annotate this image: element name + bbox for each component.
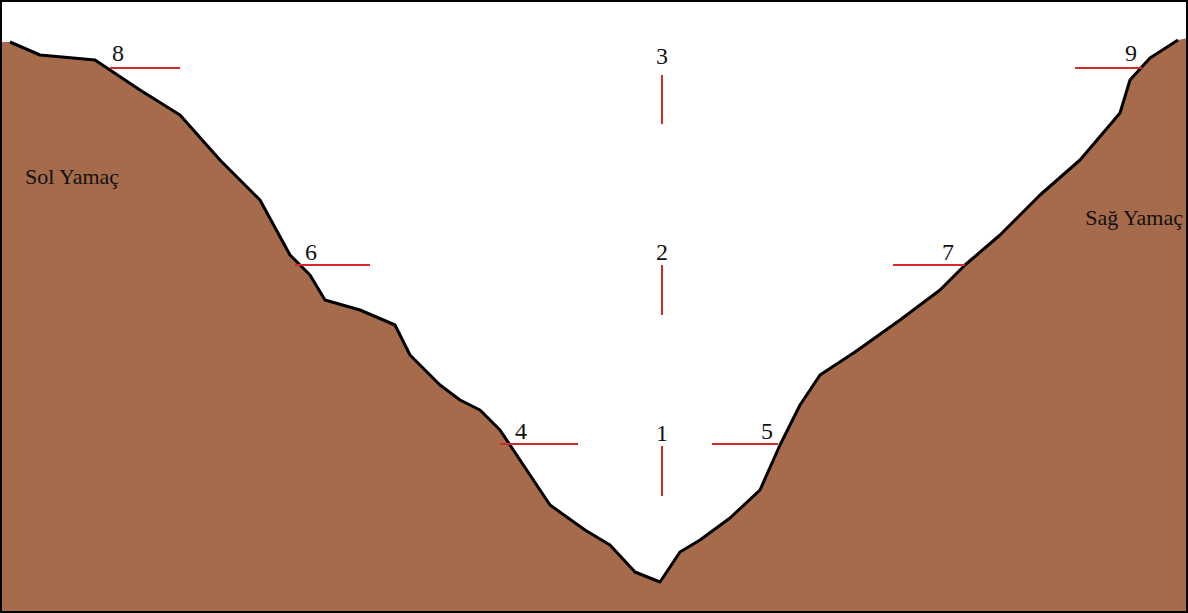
callout-number: 1 <box>656 421 668 445</box>
callout-number: 6 <box>305 240 317 264</box>
marker-lines <box>110 68 1142 496</box>
marker-line <box>295 264 370 266</box>
callout-number: 3 <box>656 44 668 68</box>
marker-line <box>893 264 965 266</box>
marker-line <box>661 265 663 315</box>
callout-number: 8 <box>112 41 124 65</box>
callout-number: 4 <box>515 419 527 443</box>
valley-ground <box>0 38 1188 613</box>
marker-line <box>1075 67 1142 69</box>
valley-profile <box>10 40 1178 582</box>
marker-line <box>110 67 180 69</box>
marker-line <box>661 75 663 124</box>
callout-number: 7 <box>942 240 954 264</box>
slope-label: Sol Yamaç <box>25 166 119 188</box>
callout-number: 5 <box>761 419 773 443</box>
marker-line <box>661 446 663 496</box>
marker-line <box>500 443 578 445</box>
marker-line <box>712 443 778 445</box>
slope-label: Sağ Yamaç <box>1085 207 1183 229</box>
callout-number: 9 <box>1125 41 1137 65</box>
callout-number: 2 <box>656 240 668 264</box>
